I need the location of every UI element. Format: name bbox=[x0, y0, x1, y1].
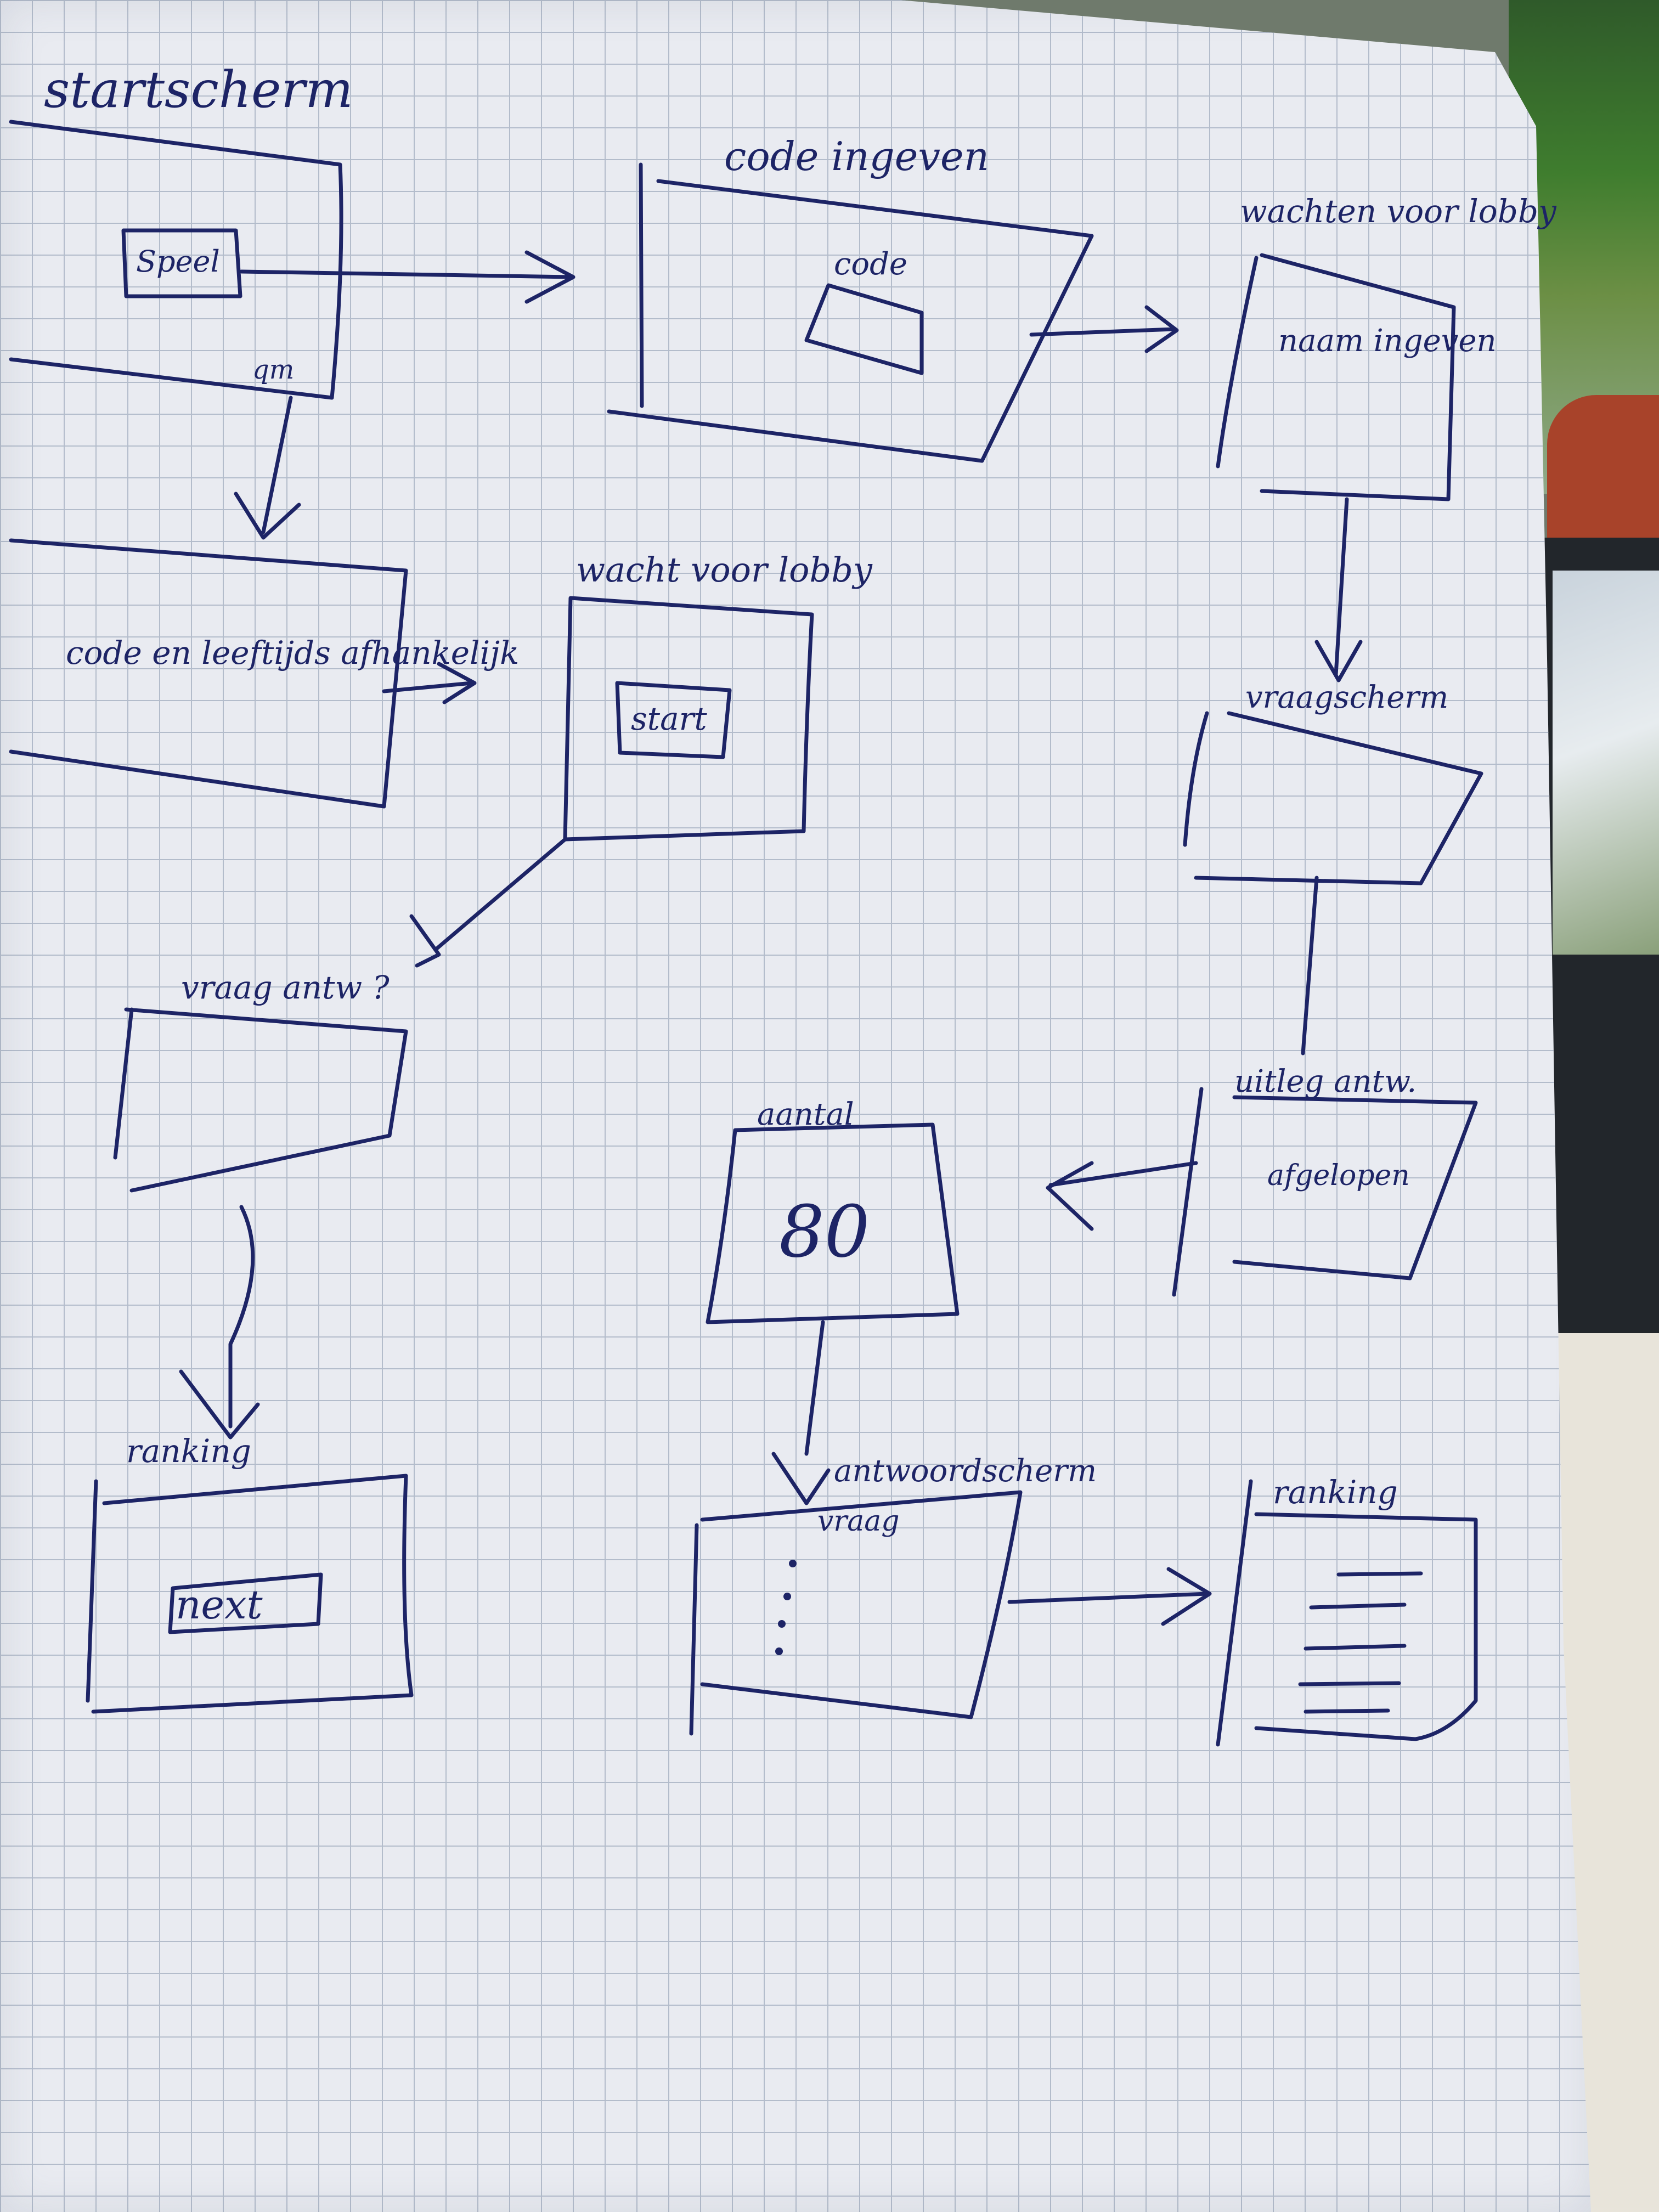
code-field-frame[interactable] bbox=[804, 283, 924, 375]
answer-dot bbox=[783, 1593, 791, 1600]
arrow-antwoord-to-aantal bbox=[1046, 1161, 1198, 1231]
vraag-antw-title: vraag antw ? bbox=[181, 969, 390, 1006]
wachten-lobby-top-title: wachten voor lobby bbox=[1240, 193, 1557, 230]
screen-aantal: aantal 80 bbox=[706, 1097, 960, 1324]
antwoord-afgelopen-title: uitleg antw. bbox=[1234, 1064, 1417, 1099]
code-field-label: code bbox=[834, 246, 907, 282]
code-ingeven-title: code ingeven bbox=[724, 133, 989, 179]
screen-antwoord-afgelopen: uitleg antw. afgelopen bbox=[1172, 1064, 1478, 1297]
flow-sketch: startscherm Speel qm code ingeven code w… bbox=[9, 60, 1557, 1747]
answer-dot bbox=[789, 1560, 797, 1567]
ranking-row bbox=[1304, 1644, 1407, 1651]
next-button[interactable]: next bbox=[176, 1582, 263, 1628]
startscherm-link[interactable]: qm bbox=[252, 354, 294, 385]
antwoordscherm-frame bbox=[689, 1490, 1023, 1736]
arrow-vraag-antw-to-ranking bbox=[179, 1205, 260, 1440]
wachten-lobby-top-field: naam ingeven bbox=[1278, 323, 1497, 359]
screen-ranking-left: ranking next bbox=[86, 1432, 414, 1714]
flow-arrows bbox=[179, 250, 1363, 1626]
screen-wacht-voor-lobby: wacht voor lobby start bbox=[563, 550, 873, 842]
screen-startscherm: startscherm Speel qm bbox=[9, 60, 353, 400]
ranking-right-frame bbox=[1216, 1479, 1478, 1747]
grid-paper bbox=[0, 0, 1591, 2212]
arrow-code-to-wachten bbox=[1029, 305, 1179, 353]
startscherm-button[interactable]: Speel bbox=[136, 244, 220, 279]
arrow-lobby-to-vraag-antw bbox=[409, 837, 567, 968]
screen-code-leeftijds: code en leeftijds afhankelijk bbox=[9, 538, 519, 809]
arrow-aantal-to-antwoordscherm bbox=[771, 1320, 831, 1505]
wacht-voor-lobby-title: wacht voor lobby bbox=[576, 550, 873, 590]
screen-ranking-right: ranking bbox=[1216, 1474, 1478, 1747]
answer-dot bbox=[778, 1620, 786, 1628]
code-ingeven-frame bbox=[607, 162, 1094, 463]
code-leeftijds-frame bbox=[9, 538, 408, 809]
antwoord-afgelopen-frame bbox=[1172, 1087, 1478, 1297]
background-laptop-screen bbox=[1553, 571, 1659, 955]
background-chair bbox=[1547, 395, 1659, 560]
vraagscherm-frame bbox=[1183, 711, 1483, 885]
aantal-frame bbox=[706, 1122, 960, 1324]
ranking-row bbox=[1336, 1571, 1423, 1577]
screen-code-ingeven: code ingeven code bbox=[607, 133, 1094, 463]
code-leeftijds-label: code en leeftijds afhankelijk bbox=[66, 634, 519, 672]
arrow-vraagscherm-to-antwoord bbox=[1301, 876, 1319, 1056]
aantal-value: 80 bbox=[779, 1190, 870, 1273]
vraagscherm-title: vraagscherm bbox=[1245, 680, 1448, 715]
ranking-left-frame bbox=[86, 1474, 414, 1714]
ranking-left-title: ranking bbox=[126, 1432, 251, 1470]
ranking-row bbox=[1298, 1681, 1401, 1686]
antwoordscherm-title: antwoordscherm bbox=[834, 1453, 1097, 1489]
wachten-lobby-top-frame bbox=[1216, 253, 1456, 501]
arrow-wachten-to-vraagscherm bbox=[1314, 497, 1363, 682]
antwoordscherm-label: vraag bbox=[817, 1505, 900, 1538]
start-button-frame[interactable] bbox=[615, 681, 732, 759]
ranking-row bbox=[1304, 1708, 1390, 1714]
screen-wachten-lobby-top: wachten voor lobby naam ingeven bbox=[1216, 193, 1557, 501]
startscherm-title: startscherm bbox=[44, 60, 353, 119]
screen-vraagscherm: vraagscherm bbox=[1183, 680, 1483, 885]
answer-dot bbox=[775, 1647, 783, 1655]
ranking-right-title: ranking bbox=[1273, 1474, 1398, 1511]
arrow-start-to-leeftijds bbox=[234, 396, 301, 540]
wacht-voor-lobby-frame bbox=[563, 596, 814, 842]
arrow-antwoordscherm-to-ranking bbox=[1007, 1567, 1212, 1626]
ranking-row bbox=[1309, 1602, 1407, 1610]
arrow-start-to-code bbox=[239, 250, 575, 304]
startscherm-button-frame bbox=[121, 228, 242, 298]
screen-antwoordscherm: antwoordscherm vraag bbox=[689, 1453, 1097, 1736]
screen-vraag-antw: vraag antw ? bbox=[113, 969, 408, 1193]
start-button[interactable]: start bbox=[631, 700, 707, 737]
vraag-antw-frame bbox=[113, 1007, 408, 1193]
arrow-leeftijds-to-lobby bbox=[382, 662, 477, 704]
antwoord-afgelopen-label: afgelopen bbox=[1267, 1159, 1410, 1192]
next-button-frame[interactable] bbox=[168, 1572, 323, 1634]
